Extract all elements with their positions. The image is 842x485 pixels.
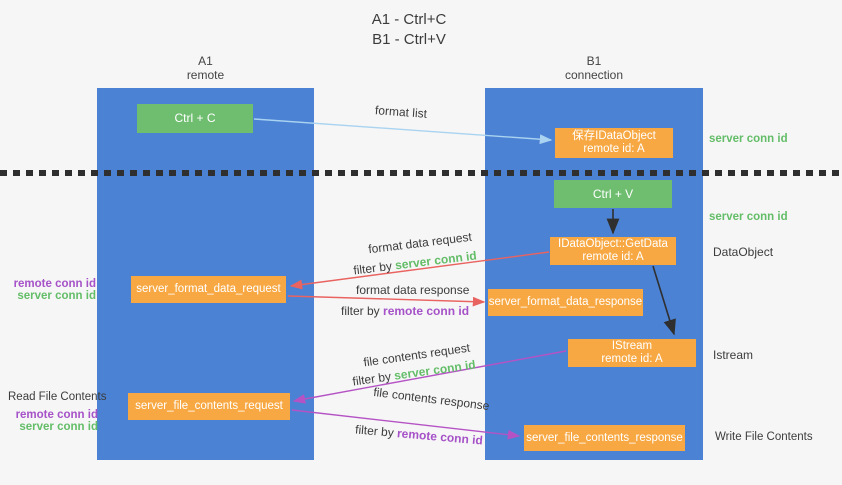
node-istream-line2: remote id: A (601, 353, 663, 365)
label-read-file-contents: Read File Contents (8, 391, 107, 403)
label-dataobject: DataObject (713, 245, 774, 259)
label-server-conn-id-top: server conn id (709, 133, 788, 145)
node-server-format-data-response: server_format_data_response (488, 289, 643, 316)
node-istream-line1: IStream (611, 340, 653, 352)
node-ctrl-c-label: Ctrl + C (174, 111, 216, 125)
remote-conn-id-text: remote conn id (383, 304, 470, 318)
node-file-response-label: server_file_contents_response (526, 431, 683, 444)
node-file-request-label: server_file_contents_request (135, 400, 283, 412)
label-istream: Istream (713, 348, 754, 362)
arrow-format-data-response (287, 295, 486, 307)
node-getdata-line2: remote id: A (582, 251, 644, 263)
remote-conn-id-label: remote conn id (13, 278, 96, 290)
diagram-title: A1 - Ctrl+C B1 - Ctrl+V (0, 10, 830, 50)
server-conn-id-label: server conn id (19, 421, 98, 433)
lane-header-a1: A1 remote (97, 54, 314, 82)
filter-by-text: filter by (341, 304, 380, 318)
arrow-file-contents-request (292, 350, 567, 404)
node-ctrl-c: Ctrl + C (137, 104, 253, 133)
node-server-format-data-request: server_format_data_request (131, 276, 286, 303)
node-server-file-contents-request: server_file_contents_request (128, 393, 290, 420)
conn-id-pair-format: remote conn id server conn id (10, 278, 96, 302)
node-save-idataobject: 保存IDataObject remote id: A (555, 128, 673, 158)
node-getdata-line1: IDataObject::GetData (558, 238, 668, 250)
lane-a1-name: A1 (198, 54, 213, 68)
label-server-conn-id-mid: server conn id (709, 211, 788, 223)
lane-b1-name: B1 (586, 54, 602, 68)
node-format-request-label: server_format_data_request (136, 283, 281, 295)
node-idataobject-getdata: IDataObject::GetData remote id: A (550, 237, 676, 265)
session-divider-dotted-line (0, 170, 842, 176)
arrow-format-data-request (289, 251, 550, 290)
arrow-getdata-to-istream (652, 265, 676, 336)
node-save-idataobject-line2: remote id: A (583, 143, 645, 155)
node-ctrl-v: Ctrl + V (554, 180, 672, 208)
label-filter-by-remote-conn-id-1: filter by remote conn id (341, 304, 469, 318)
node-ctrl-v-label: Ctrl + V (592, 186, 634, 201)
conn-id-pair-file: remote conn id server conn id (12, 409, 98, 433)
remote-conn-id-label: remote conn id (15, 409, 98, 421)
title-line-1: A1 - Ctrl+C (371, 11, 447, 28)
label-write-file-contents: Write File Contents (715, 431, 813, 443)
node-format-response-label: server_format_data_response (488, 296, 643, 308)
lane-a1-subtitle: remote (186, 68, 225, 82)
lane-b1-subtitle: connection (564, 68, 624, 82)
label-format-data-response: format data response (356, 283, 470, 297)
arrow-format-list (253, 118, 553, 145)
server-conn-id-label: server conn id (17, 290, 96, 302)
lane-header-b1: B1 connection (485, 54, 703, 82)
node-server-file-contents-response: server_file_contents_response (524, 425, 685, 451)
title-line-2: B1 - Ctrl+V (372, 31, 446, 48)
node-save-idataobject-line1: 保存IDataObject (572, 130, 656, 142)
arrow-file-contents-response (291, 409, 521, 440)
node-istream: IStream remote id: A (568, 339, 696, 367)
